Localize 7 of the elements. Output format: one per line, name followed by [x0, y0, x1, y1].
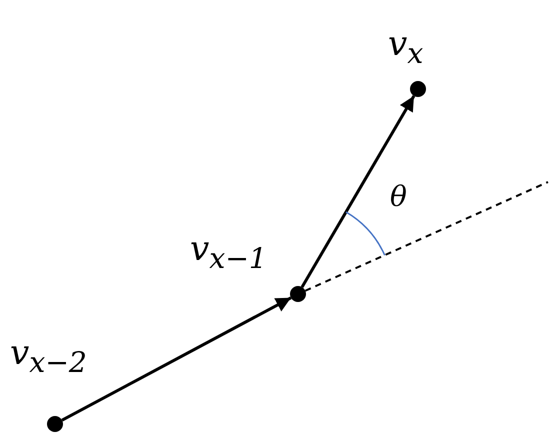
arrow — [61, 296, 292, 422]
arrow — [300, 95, 416, 288]
angle-label: θ — [390, 183, 407, 211]
point-label: v$_{x−2}$ — [10, 336, 87, 378]
point-label: v$_{x−1}$ — [190, 232, 267, 274]
point-label: v$_{x}$ — [388, 27, 424, 68]
dashed-line — [304, 181, 548, 292]
